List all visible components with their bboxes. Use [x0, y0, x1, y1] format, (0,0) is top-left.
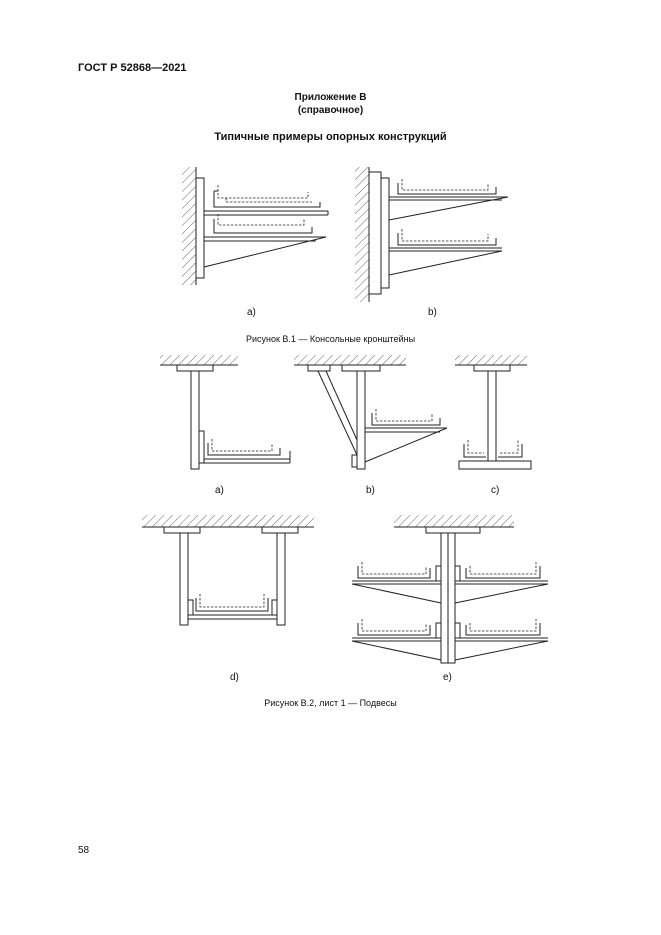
- drawing-b2-a-hanger: [160, 355, 291, 470]
- drawing-b2-e-hanger: [351, 515, 549, 664]
- drawing-b1-a-wall-bracket: [182, 167, 329, 285]
- page-number: 58: [78, 845, 90, 856]
- drawing-b2-d-hanger: [142, 515, 314, 626]
- figure2-label-b: b): [366, 485, 375, 496]
- appendix-subtitle: (справочное): [297, 105, 364, 116]
- figure1-label-b: b): [428, 307, 437, 318]
- figure2-label-d: d): [230, 672, 239, 683]
- standard-designation: ГОСТ Р 52868—2021: [78, 62, 187, 74]
- drawing-b2-b-hanger: [294, 355, 448, 470]
- section-title: Типичные примеры опорных конструкций: [214, 131, 447, 143]
- figure2-label-a: a): [215, 485, 224, 496]
- drawing-b1-b-wall-bracket: [355, 167, 509, 302]
- figure2-caption: Рисунок В.2, лист 1 — Подвесы: [264, 698, 397, 708]
- figure1-label-a: a): [247, 307, 256, 318]
- figure2-label-c: c): [491, 485, 500, 496]
- drawing-b2-c-hanger: [455, 355, 532, 470]
- figure1-caption: Рисунок В.1 — Консольные кронштейны: [245, 334, 416, 344]
- appendix-title: Приложение В: [294, 92, 367, 103]
- figure2-label-e: e): [443, 672, 452, 683]
